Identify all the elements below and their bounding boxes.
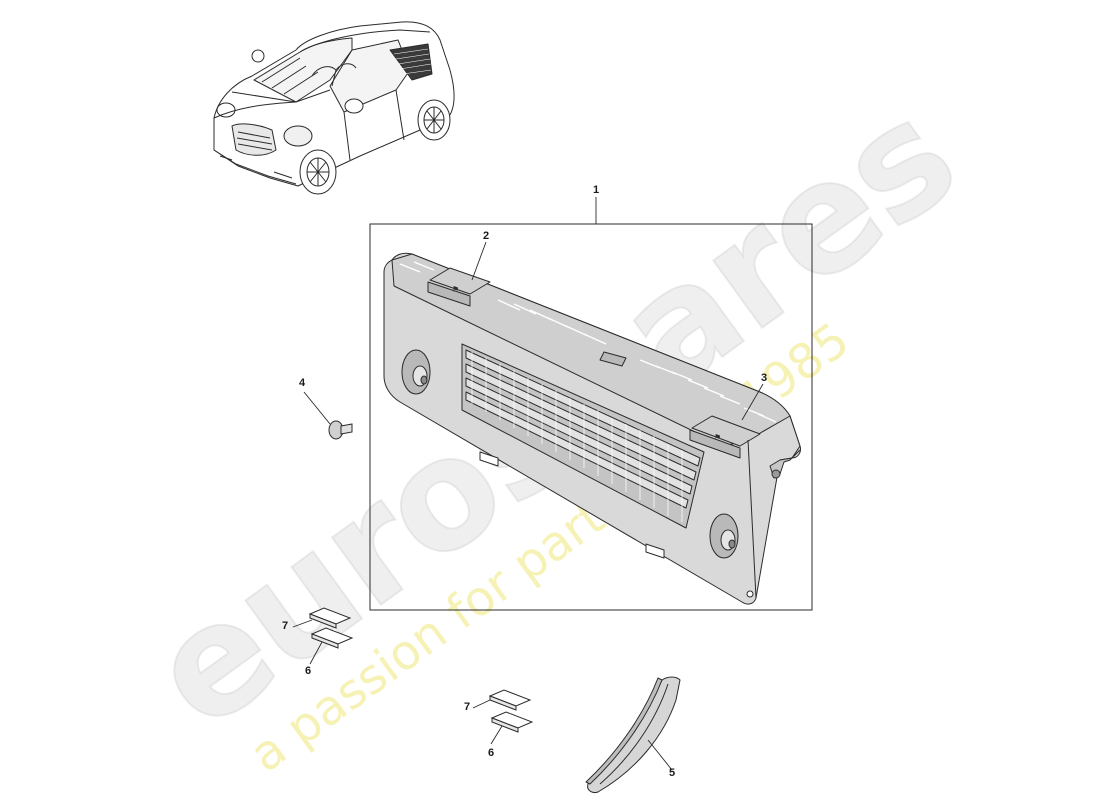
callout-5: 5 [668, 767, 676, 779]
assembly-frame [369, 223, 813, 611]
callout-3: 3 [760, 372, 768, 384]
callout-6-left: 6 [304, 665, 312, 677]
vehicle-locator-illustration [213, 21, 455, 195]
callout-4: 4 [298, 377, 306, 389]
callout-7-left: 7 [281, 620, 289, 632]
pillar-trim-part [585, 676, 681, 793]
svg-text:⚑: ⚑ [714, 433, 721, 442]
callout-6-bottom: 6 [487, 747, 495, 759]
leader-lines [292, 197, 764, 771]
rear-trim-panel: ⚑ ⚑ [383, 252, 801, 605]
callout-7-bottom: 7 [463, 701, 471, 713]
pad-pair-left [308, 607, 354, 649]
callout-2: 2 [482, 230, 490, 242]
push-clip-part [328, 420, 353, 440]
svg-text:⚑: ⚑ [452, 285, 459, 294]
callout-1: 1 [592, 184, 600, 196]
pad-pair-bottom [488, 689, 534, 733]
